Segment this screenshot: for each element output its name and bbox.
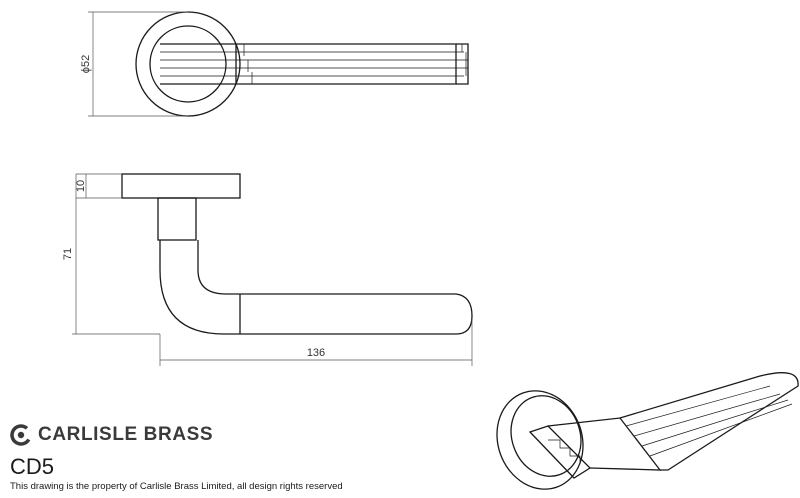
brand-name: CARLISLE BRASS <box>38 424 214 445</box>
rose-diameter-label: ϕ52 <box>80 55 92 73</box>
rose-thickness-label: 10 <box>75 180 87 192</box>
carlisle-brass-c-logo-icon <box>10 424 32 446</box>
product-code: CD5 <box>10 454 55 479</box>
top-view: ϕ52 <box>80 11 469 117</box>
lever-length-label: 136 <box>307 347 325 359</box>
side-view: 10 71 136 <box>62 173 473 366</box>
brand: CARLISLE BRASS <box>10 424 213 446</box>
lever-height-label: 71 <box>62 248 74 260</box>
copyright-notice: This drawing is the property of Carlisle… <box>10 481 343 492</box>
isometric-view <box>496 372 799 490</box>
